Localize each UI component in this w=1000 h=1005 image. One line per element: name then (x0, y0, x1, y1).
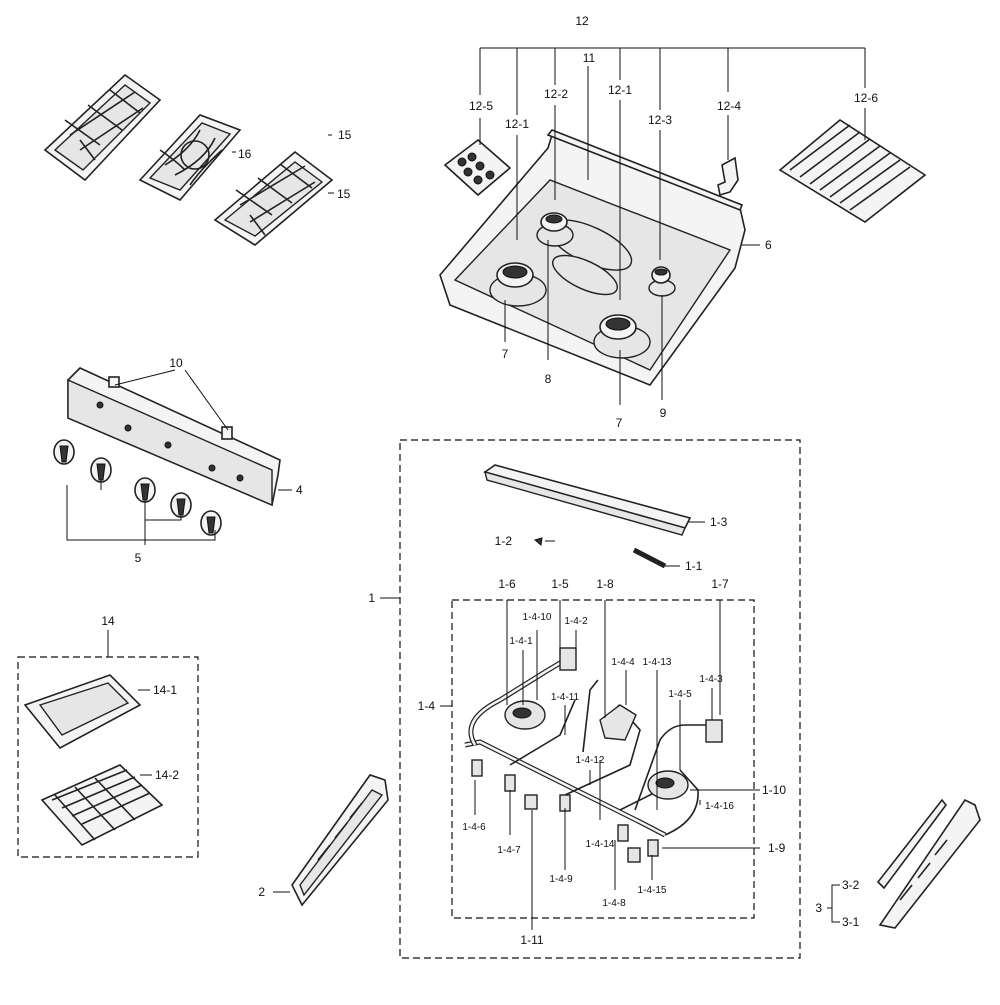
label-1-4-3: 1-4-3 (699, 674, 723, 685)
label-12-6: 12-6 (854, 91, 878, 105)
screw (533, 537, 543, 546)
control-knob-2 (90, 457, 112, 483)
label-12-1-right: 12-1 (608, 83, 632, 97)
label-1-4-9: 1-4-9 (549, 874, 573, 885)
label-1-9: 1-9 (768, 841, 786, 855)
igniter-switch-top (559, 647, 577, 671)
label-6: 6 (765, 238, 772, 252)
label-1-8: 1-8 (596, 577, 614, 591)
control-knob-5 (200, 510, 222, 536)
label-1-1: 1-1 (685, 559, 703, 573)
control-knob-3 (134, 477, 156, 503)
label-1-4-5: 1-4-5 (668, 689, 692, 700)
label-3: 3 (815, 901, 822, 915)
label-12-2: 12-2 (544, 87, 568, 101)
label-1-4-13: 1-4-13 (643, 657, 672, 668)
label-1-2: 1-2 (495, 534, 513, 548)
label-2: 2 (258, 885, 265, 899)
label-1-4-4: 1-4-4 (611, 657, 635, 668)
label-1-4-2: 1-4-2 (564, 616, 588, 627)
burner-clip (717, 156, 739, 197)
label-14-2: 14-2 (155, 768, 179, 782)
label-1-4-1: 1-4-1 (509, 636, 533, 647)
label-1-4: 1-4 (418, 699, 436, 713)
valve-body-right (705, 719, 723, 743)
gas-manifold (464, 657, 712, 838)
label-7-right: 7 (616, 416, 623, 430)
label-12-4: 12-4 (717, 99, 741, 113)
control-knob-4 (170, 492, 192, 518)
valve-5 (647, 839, 659, 857)
side-rail-left (291, 774, 389, 907)
burner-small-right (648, 266, 676, 297)
label-16: 16 (238, 147, 252, 161)
label-12-1-left: 12-1 (505, 117, 529, 131)
grate-left (43, 73, 162, 182)
cooktop (439, 129, 746, 386)
burner-base-left (504, 700, 546, 730)
label-12-5: 12-5 (469, 99, 493, 113)
label-15-top: 15 (338, 128, 352, 142)
leader-lines (66, 47, 866, 930)
label-1-6: 1-6 (498, 577, 516, 591)
label-8: 8 (545, 372, 552, 386)
label-1-5: 1-5 (551, 577, 569, 591)
gas-system-box (399, 439, 801, 959)
manifold-bracket (483, 464, 692, 536)
valve-1 (471, 759, 483, 777)
burner-large-left (489, 262, 547, 307)
label-15-bottom: 15 (337, 187, 351, 201)
insulation-strip (632, 547, 667, 569)
label-1: 1 (368, 591, 375, 605)
side-rail-right-lower (878, 798, 981, 929)
grate-center (138, 114, 242, 201)
label-1-4-11: 1-4-11 (551, 692, 580, 703)
grill-rack (778, 119, 927, 223)
side-rail-right-upper (876, 798, 948, 890)
label-1-11: 1-11 (520, 933, 543, 947)
burner-caps-set (443, 138, 512, 197)
label-10: 10 (169, 356, 183, 370)
griddle-rack (40, 764, 164, 846)
label-14: 14 (101, 614, 115, 628)
label-5: 5 (135, 551, 142, 565)
label-1-4-12: 1-4-12 (576, 755, 605, 766)
label-9: 9 (660, 406, 667, 420)
griddle-pan (23, 674, 142, 750)
label-1-10: 1-10 (762, 783, 786, 797)
label-1-3: 1-3 (710, 515, 728, 529)
label-12: 12 (575, 14, 589, 28)
spark-module (599, 704, 637, 741)
burner-base-right (647, 770, 689, 800)
label-7-left: 7 (502, 347, 509, 361)
label-1-4-14: 1-4-14 (586, 839, 615, 850)
label-1-4-10: 1-4-10 (523, 612, 552, 623)
grate-right (213, 150, 334, 246)
label-1-7: 1-7 (711, 577, 729, 591)
label-3-2: 3-2 (842, 878, 860, 892)
label-1-4-8: 1-4-8 (602, 898, 626, 909)
label-1-4-6: 1-4-6 (462, 822, 486, 833)
valve-4 (617, 824, 629, 842)
label-11: 11 (583, 51, 596, 65)
burner-large-front (593, 314, 651, 359)
label-4: 4 (296, 483, 303, 497)
label-1-4-7: 1-4-7 (497, 845, 521, 856)
manifold-box (451, 599, 755, 919)
label-14-1: 14-1 (153, 683, 177, 697)
orifice-fitting (524, 794, 538, 810)
label-1-4-16: 1-4-16 (705, 801, 734, 812)
label-12-3: 12-3 (648, 113, 672, 127)
valve-2 (504, 774, 516, 792)
label-3-1: 3-1 (842, 915, 860, 929)
control-panel (67, 367, 281, 507)
control-knob-1 (53, 439, 75, 465)
label-1-4-15: 1-4-15 (638, 885, 667, 896)
regulator-fitting (627, 847, 641, 863)
burner-rear-center (536, 212, 574, 247)
